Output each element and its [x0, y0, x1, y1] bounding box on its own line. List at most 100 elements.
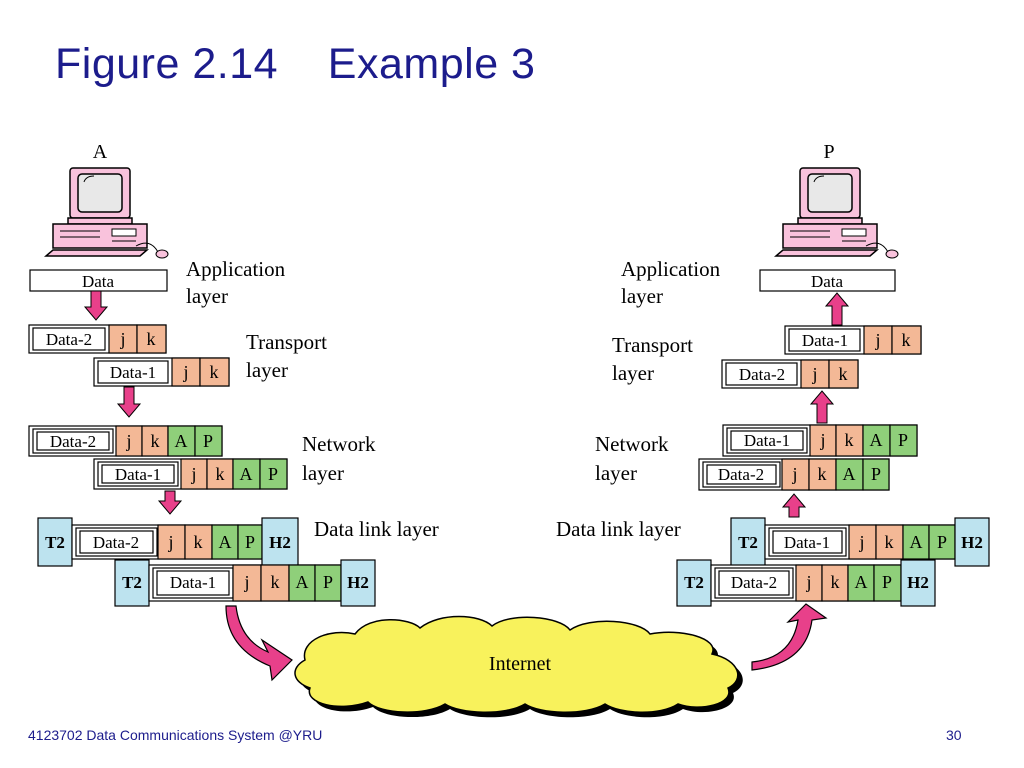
svg-text:A: A — [870, 430, 883, 450]
right-application-label: Application layer — [621, 257, 725, 308]
arrow-to-internet — [225, 605, 293, 682]
svg-text:k: k — [885, 532, 894, 552]
svg-text:Data-1: Data-1 — [744, 431, 790, 450]
svg-text:k: k — [831, 572, 840, 592]
svg-text:Data: Data — [82, 272, 115, 291]
svg-text:Data-1: Data-1 — [802, 331, 848, 350]
svg-text:Data-2: Data-2 — [50, 432, 96, 451]
svg-text:k: k — [818, 464, 827, 484]
svg-text:j: j — [819, 430, 825, 450]
svg-text:A: A — [175, 431, 188, 451]
svg-text:Data-1: Data-1 — [115, 465, 161, 484]
right-network-label: Network layer — [595, 432, 674, 485]
svg-text:j: j — [119, 329, 125, 349]
arrow-up-2 — [809, 390, 835, 424]
svg-text:P: P — [882, 572, 892, 592]
svg-text:k: k — [845, 430, 854, 450]
left-network-label: Network layer — [302, 432, 381, 485]
svg-text:j: j — [791, 464, 797, 484]
svg-text:k: k — [147, 329, 156, 349]
svg-text:T2: T2 — [738, 533, 758, 552]
footer-course-label: 4123702 Data Communications System @YRU — [28, 727, 323, 743]
arrow-down-2 — [116, 386, 142, 418]
svg-text:j: j — [874, 330, 880, 350]
svg-text:Data-1: Data-1 — [110, 363, 156, 382]
svg-text:Data: Data — [811, 272, 844, 291]
svg-text:k: k — [902, 330, 911, 350]
left-frame-2: T2 Data-2 j k A P H2 — [37, 517, 299, 567]
arrow-up-3 — [781, 493, 807, 518]
svg-text:k: k — [151, 431, 160, 451]
left-network-packet-1: Data-1 j k A P — [93, 458, 288, 490]
svg-text:Data-2: Data-2 — [93, 533, 139, 552]
internet-cloud: Internet — [294, 615, 743, 718]
svg-text:j: j — [190, 464, 196, 484]
svg-text:P: P — [323, 572, 333, 592]
left-transport-label: Transport layer — [246, 330, 332, 382]
arrow-from-internet — [751, 603, 828, 671]
svg-text:T2: T2 — [122, 573, 142, 592]
svg-text:Data-1: Data-1 — [784, 533, 830, 552]
svg-text:Data-2: Data-2 — [731, 573, 777, 592]
svg-text:k: k — [271, 572, 280, 592]
right-transport-label: Transport layer — [612, 333, 698, 385]
svg-text:j: j — [182, 362, 188, 382]
computer-p-icon — [775, 167, 899, 259]
right-network-packet-2: Data-2 j k A P — [698, 458, 890, 491]
svg-text:Data-2: Data-2 — [739, 365, 785, 384]
svg-text:H2: H2 — [269, 533, 291, 552]
left-network-packet-2: Data-2 j k A P — [28, 425, 223, 457]
right-frame-1: T2 Data-1 j k A P H2 — [730, 517, 990, 567]
svg-text:T2: T2 — [45, 533, 65, 552]
svg-text:k: k — [210, 362, 219, 382]
right-frame-2: T2 Data-2 j k A P H2 — [676, 559, 936, 607]
slide-title: Figure 2.14 Example 3 — [55, 40, 536, 88]
svg-text:j: j — [167, 532, 173, 552]
svg-text:A: A — [296, 572, 309, 592]
computer-a-icon — [45, 167, 169, 259]
svg-text:P: P — [898, 430, 908, 450]
right-application-data: Data — [759, 269, 896, 292]
svg-text:Data-2: Data-2 — [46, 330, 92, 349]
svg-text:P: P — [871, 464, 881, 484]
svg-text:P: P — [268, 464, 278, 484]
right-transport-segment-2: Data-2 j k — [721, 359, 859, 389]
left-transport-segment-2: Data-2 j k — [28, 324, 167, 354]
svg-text:j: j — [125, 431, 131, 451]
svg-text:H2: H2 — [961, 533, 983, 552]
svg-text:j: j — [805, 572, 811, 592]
left-frame-1: T2 Data-1 j k A P H2 — [114, 559, 376, 607]
arrow-down-3 — [157, 490, 183, 515]
right-network-packet-1: Data-1 j k A P — [722, 424, 918, 457]
svg-text:j: j — [811, 364, 817, 384]
arrow-up-1 — [824, 292, 850, 326]
left-application-data: Data — [29, 269, 168, 292]
svg-text:k: k — [839, 364, 848, 384]
arrow-down-1 — [83, 290, 109, 321]
svg-text:P: P — [937, 532, 947, 552]
svg-text:A: A — [240, 464, 253, 484]
svg-text:k: k — [194, 532, 203, 552]
svg-text:P: P — [203, 431, 213, 451]
left-datalink-label: Data link layer — [314, 517, 439, 541]
internet-label: Internet — [489, 653, 552, 675]
svg-text:k: k — [216, 464, 225, 484]
host-a-label: A — [93, 141, 108, 163]
svg-text:H2: H2 — [907, 573, 929, 592]
svg-text:Data-2: Data-2 — [718, 465, 764, 484]
left-transport-segment-1: Data-1 j k — [93, 357, 230, 387]
svg-text:Data-1: Data-1 — [170, 573, 216, 592]
svg-text:A: A — [219, 532, 232, 552]
left-application-label: Application layer — [186, 257, 290, 308]
svg-text:P: P — [245, 532, 255, 552]
page-number: 30 — [946, 727, 962, 743]
host-p-label: P — [823, 141, 834, 163]
right-datalink-label: Data link layer — [556, 517, 681, 541]
svg-text:T2: T2 — [684, 573, 704, 592]
svg-text:H2: H2 — [347, 573, 369, 592]
svg-text:j: j — [243, 572, 249, 592]
svg-text:A: A — [843, 464, 856, 484]
svg-text:A: A — [910, 532, 923, 552]
svg-text:j: j — [858, 532, 864, 552]
